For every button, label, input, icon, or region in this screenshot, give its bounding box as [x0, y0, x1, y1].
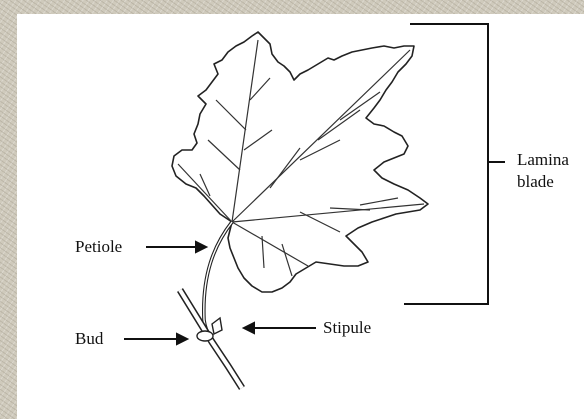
bud-label: Bud — [75, 329, 103, 349]
bud — [197, 331, 213, 341]
lamina-bracket — [404, 24, 488, 304]
petiole-label: Petiole — [75, 237, 122, 257]
stipule-label: Stipule — [323, 318, 371, 338]
lamina-label: Lamina — [517, 150, 569, 170]
blade-label: blade — [517, 172, 554, 192]
stipule — [212, 318, 222, 334]
leaf-blade-outline — [172, 32, 428, 292]
